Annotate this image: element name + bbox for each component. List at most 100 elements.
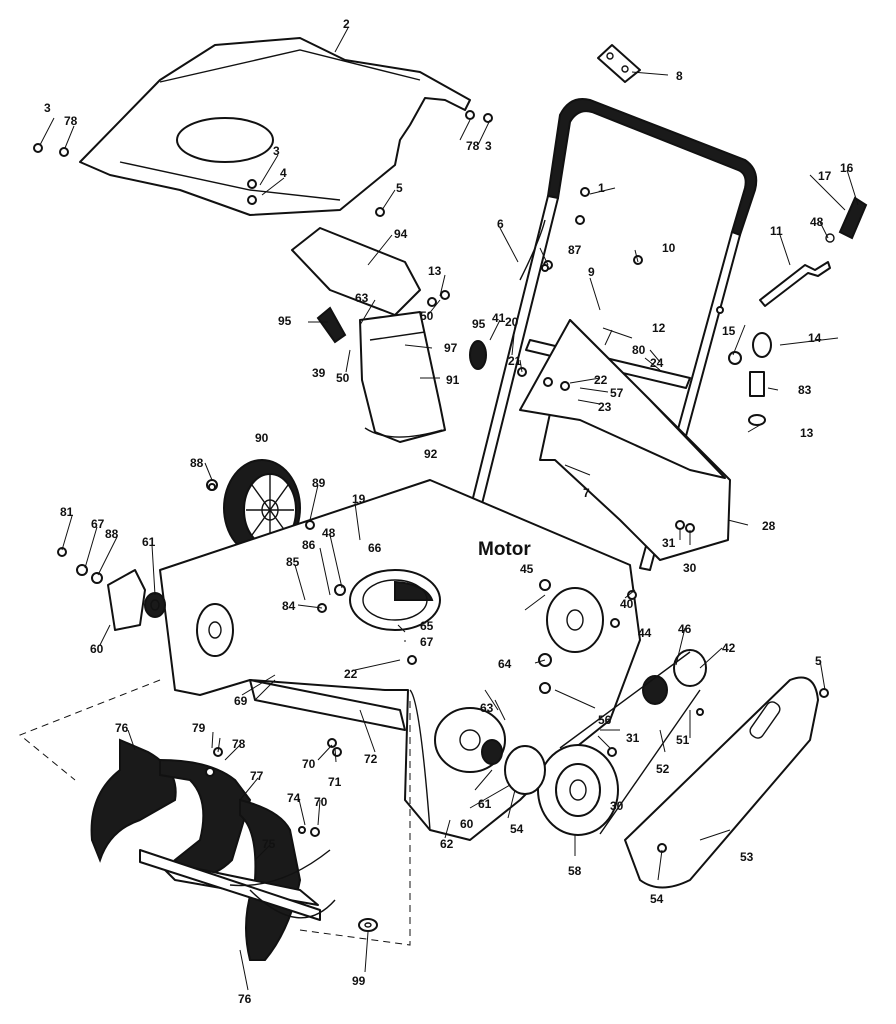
callout-label: 85 [286,555,300,569]
callout-label: 72 [364,752,378,766]
callout-label: 30 [610,799,624,813]
callout-label: 86 [302,538,316,552]
callout-label: 95 [472,317,486,331]
eyebolt-part [728,332,772,426]
callout-label: 56 [598,713,612,727]
bearing-left-part [107,569,166,631]
callout-label: 12 [652,321,666,335]
bearing-right-part [481,739,546,795]
callout-label: 92 [424,447,438,461]
callout-label: 3 [485,139,492,153]
callout-label: 87 [568,243,582,257]
callout-label: 31 [626,731,640,745]
callout-label: 89 [312,476,326,490]
callout-label: 83 [798,383,812,397]
callout-label: 61 [142,535,156,549]
motor-label: Motor [478,539,531,560]
callout-label: 10 [662,241,676,255]
callout-label: 67 [91,517,105,531]
callout-label: 79 [192,721,206,735]
callout-label: 95 [278,314,292,328]
callout-label: 6 [497,217,504,231]
callout-label: 53 [740,850,754,864]
callout-label: 71 [328,775,342,789]
callout-label: 61 [478,797,492,811]
chute-ring-part [349,569,441,631]
callout-label: 76 [115,721,129,735]
callout-label: 22 [344,667,358,681]
callout-label: 91 [446,373,460,387]
callout-label: 94 [394,227,408,241]
callout-label: 63 [480,701,494,715]
callout-label: 17 [818,169,832,183]
callout-label: 30 [683,561,697,575]
callout-label: 4 [280,166,287,180]
callout-label: 58 [568,864,582,878]
leader-lines [39,27,859,991]
callout-label: 48 [322,526,336,540]
auger-part [90,738,336,961]
callout-label: 8 [676,69,683,83]
callout-label: 52 [656,762,670,776]
callout-label: 60 [460,817,474,831]
shift-rod-part [759,196,868,307]
callout-label: 14 [808,331,822,345]
callout-label: 15 [722,324,736,338]
callout-label: 70 [314,795,328,809]
callout-label: 88 [190,456,204,470]
callout-label: 24 [650,356,664,370]
callout-label: 67 [420,635,434,649]
callout-label: 21 [508,354,522,368]
callout-label: 16 [840,161,854,175]
callout-label: 78 [232,737,246,751]
callout-label: 54 [650,892,664,906]
callout-label: 3 [273,144,280,158]
callout-label: 57 [610,386,624,400]
callout-label: 5 [815,654,822,668]
callout-label: 22 [594,373,608,387]
callout-label: 19 [352,492,366,506]
callout-label: 7 [583,486,590,500]
callout-label: 44 [638,626,652,640]
callout-label: 20 [505,315,519,329]
callout-label: 84 [282,599,296,613]
knob-part [316,306,487,370]
callout-label: 88 [105,527,119,541]
callout-label: 51 [676,733,690,747]
belt-cover-part [624,676,819,889]
callout-label: 42 [722,641,736,655]
washer-part [358,918,378,932]
callout-label: 80 [632,343,646,357]
callout-label: 48 [810,215,824,229]
callout-label: 39 [312,366,326,380]
callout-label: 78 [64,114,78,128]
callout-label: 13 [800,426,814,440]
callout-label: 65 [420,619,434,633]
callout-label: 77 [250,769,264,783]
callout-label: 81 [60,505,74,519]
chute-part [291,227,446,443]
auger-outline [19,679,411,946]
callout-label: 11 [770,224,783,238]
callout-label: 74 [287,791,301,805]
callout-label: 50 [420,309,434,323]
callout-label: 69 [234,694,248,708]
callout-label: 46 [678,622,692,636]
callout-label: 40 [620,597,634,611]
pulley-part [537,587,707,836]
callout-label: 60 [90,642,104,656]
callout-label: 64 [498,657,512,671]
bracket-part [597,44,641,83]
callout-label: 97 [444,341,458,355]
callout-label: 2 [343,17,350,31]
callout-label: 75 [262,837,276,851]
callout-label: 45 [520,562,534,576]
callout-label: 31 [662,536,676,550]
callout-label: 28 [762,519,776,533]
top-cover-part [79,37,471,216]
hardware-fasteners [33,110,829,853]
callout-label: 50 [336,371,350,385]
callout-label: 9 [588,265,595,279]
callout-label: 90 [255,431,269,445]
